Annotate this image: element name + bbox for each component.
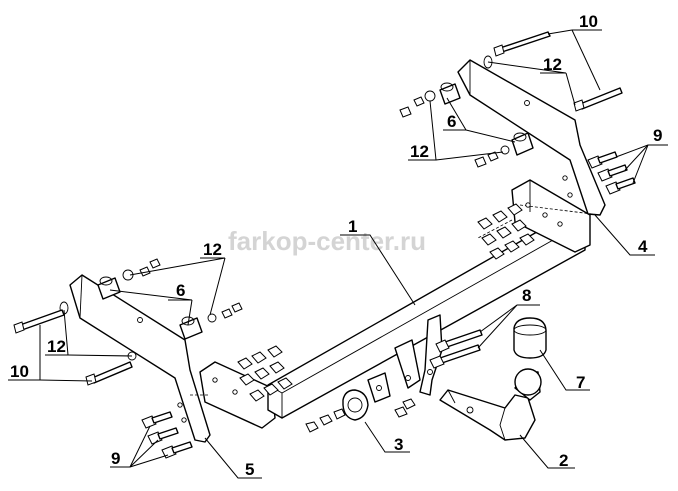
ball-arm [439,368,542,441]
callout-9-right: 9 [653,126,662,145]
right-side-bracket [457,59,606,216]
callout-2: 2 [559,451,568,470]
callout-12-right-mid: 12 [410,142,429,161]
callout-8: 8 [522,286,531,305]
left-side-bracket [69,274,211,443]
callout-12-right-top: 12 [543,55,562,74]
leader-lines [8,29,668,479]
callout-3: 3 [394,435,403,454]
callout-6-left: 6 [176,281,185,300]
callout-5: 5 [245,460,254,479]
callout-12-left-top: 12 [203,240,222,259]
callout-10-left: 10 [10,362,29,381]
callout-12-left-mid: 12 [47,337,66,356]
callout-1: 1 [348,217,357,236]
short-bolts [141,151,636,459]
socket-plate [305,372,416,433]
callout-7: 7 [576,373,585,392]
left-spacer-bushings [59,258,243,361]
callout-6-right: 6 [447,112,456,131]
callout-10-right: 10 [579,12,598,31]
callout-9-left: 9 [111,449,120,468]
callout-4: 4 [638,237,648,256]
right-nut-cluster [477,203,535,260]
long-bolts [13,31,623,386]
left-nut-cluster [237,345,293,402]
main-cross-beam [190,179,601,429]
ball-cover [513,317,547,359]
watermark: farkop-center.ru [228,226,426,256]
ball-bolts [429,329,483,369]
